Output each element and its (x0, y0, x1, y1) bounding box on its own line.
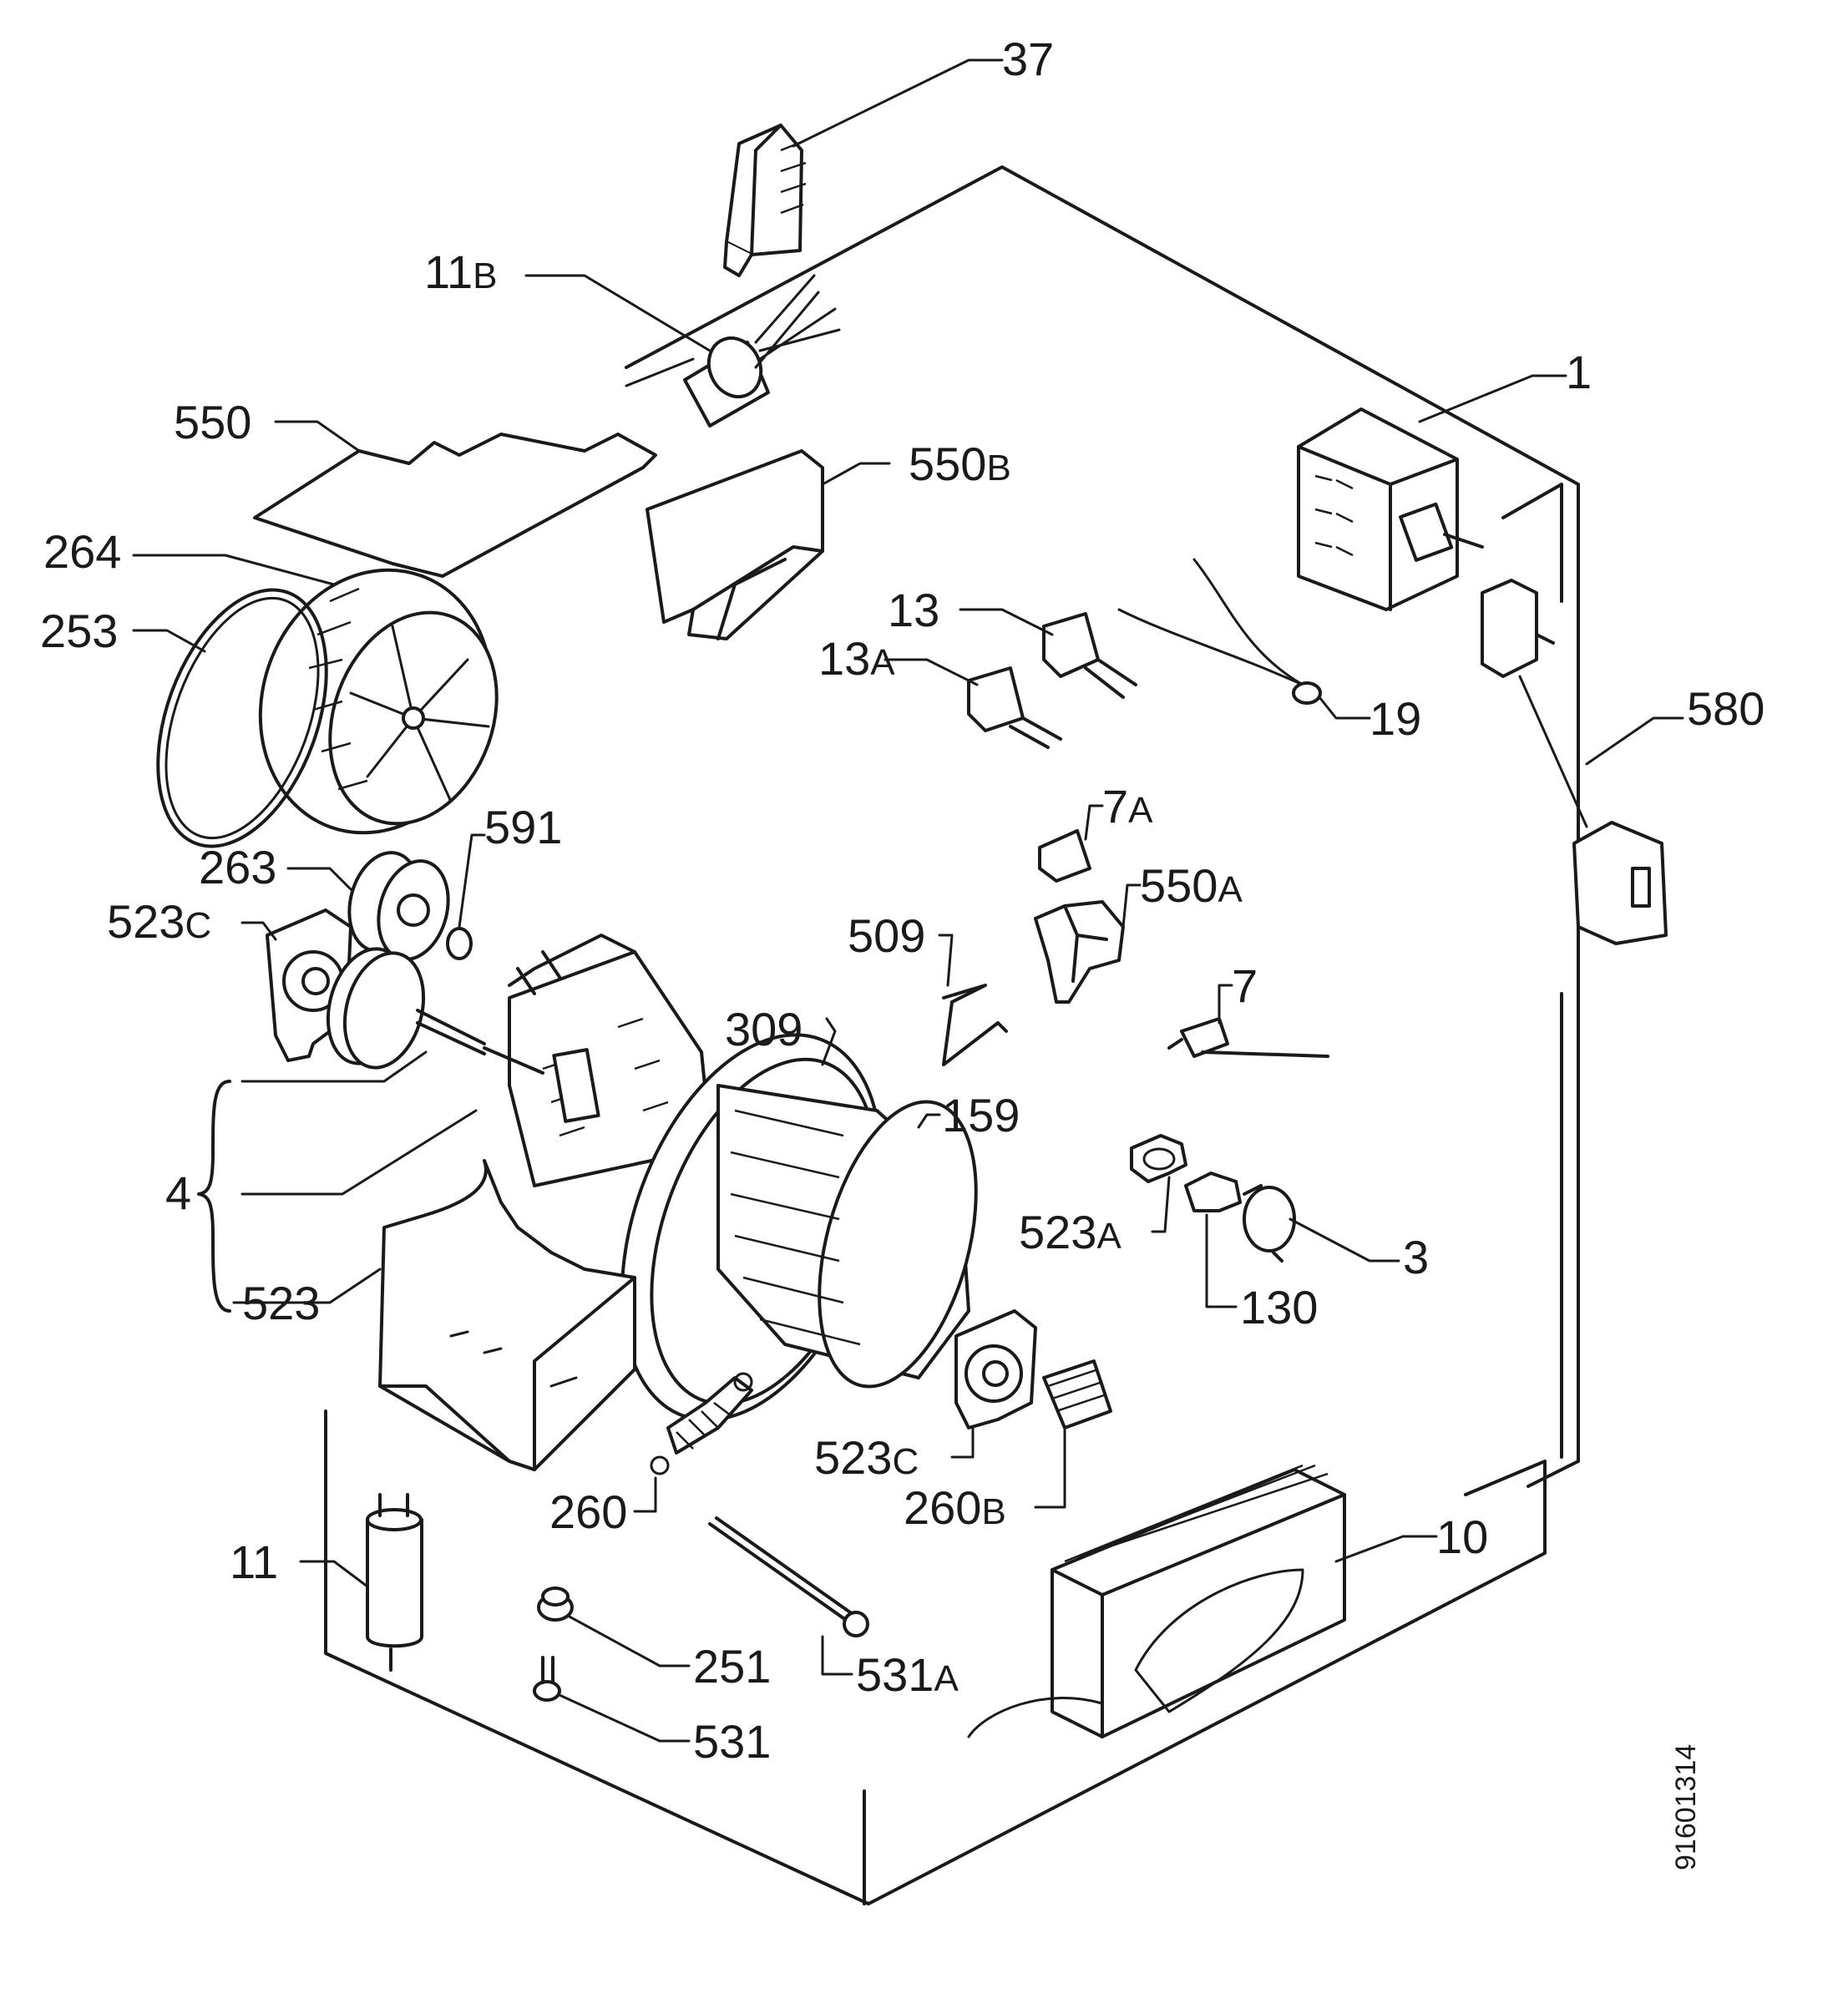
part-523-motor-cradle[interactable] (232, 1159, 636, 1471)
part-523a-ring[interactable] (1130, 1134, 1187, 1233)
part-13-thermostat[interactable] (959, 608, 1137, 699)
part-260b-spring[interactable] (1034, 1359, 1112, 1509)
part-7a-switch[interactable] (1038, 804, 1104, 883)
part-13a-thermostat[interactable] (883, 658, 1062, 749)
label-19[interactable]: 19 (1370, 692, 1421, 745)
label-591[interactable]: 591 (484, 801, 562, 853)
label-550a[interactable]: 550A (1140, 859, 1243, 912)
label-11b[interactable]: 11B (424, 245, 498, 298)
part-4-motor[interactable] (316, 934, 711, 1187)
label-3[interactable]: 3 (1403, 1231, 1429, 1283)
part-253-belt[interactable] (126, 567, 359, 869)
part-4-bracket (197, 1050, 478, 1313)
part-1-timer[interactable] (1297, 374, 1567, 611)
label-1[interactable]: 1 (1566, 346, 1592, 398)
part-550b-air-guide[interactable] (646, 449, 891, 640)
label-309[interactable]: 309 (725, 1003, 802, 1055)
part-550-cover-plate[interactable] (253, 420, 657, 578)
label-580[interactable]: 580 (1687, 682, 1764, 735)
part-523c-bearing-support-lower[interactable] (950, 1309, 1037, 1459)
label-523c-lower[interactable]: 523C (814, 1431, 919, 1484)
label-531[interactable]: 531 (693, 1715, 771, 1768)
label-13a[interactable]: 13A (818, 632, 895, 685)
part-37-terminal-block[interactable] (723, 58, 1004, 277)
label-550b[interactable]: 550B (909, 438, 1011, 490)
part-260-spring[interactable] (633, 1372, 753, 1513)
label-523a[interactable]: 523A (1019, 1206, 1121, 1258)
housing-outline (324, 165, 1580, 1905)
label-509[interactable]: 509 (848, 909, 925, 962)
part-11-capacitor[interactable] (299, 1493, 423, 1672)
part-11b-capacitor[interactable] (524, 274, 841, 428)
label-550[interactable]: 550 (174, 396, 251, 448)
label-263[interactable]: 263 (199, 841, 276, 893)
label-130[interactable]: 130 (1240, 1281, 1318, 1333)
part-531-screw[interactable] (533, 1656, 691, 1743)
label-260b[interactable]: 260B (904, 1481, 1006, 1534)
label-159[interactable]: 159 (942, 1089, 1020, 1141)
label-523[interactable]: 523 (242, 1277, 320, 1329)
part-550a-bracket[interactable] (1034, 883, 1142, 1004)
label-7[interactable]: 7 (1232, 959, 1258, 1012)
label-37[interactable]: 37 (1002, 33, 1054, 85)
label-531a[interactable]: 531A (856, 1648, 959, 1701)
label-260[interactable]: 260 (549, 1485, 627, 1538)
part-591-washer[interactable] (446, 833, 486, 960)
label-253[interactable]: 253 (40, 605, 118, 657)
label-251[interactable]: 251 (693, 1640, 771, 1693)
part-531a-bolt[interactable] (708, 1516, 869, 1676)
label-523c-upper[interactable]: 523C (107, 895, 211, 948)
part-130-washer[interactable] (1184, 1172, 1242, 1308)
label-11[interactable]: 11 (230, 1536, 278, 1588)
part-19-sensor[interactable] (1117, 558, 1371, 720)
part-7-microswitch[interactable] (1167, 984, 1329, 1058)
label-13[interactable]: 13 (888, 584, 939, 636)
part-580-control-switch[interactable] (1481, 579, 1684, 945)
drawing-code: 91601314 (1670, 1744, 1702, 1870)
label-7a[interactable]: 7A (1102, 780, 1153, 832)
part-labels: 37 11B 1 550 550B 264 253 13 13A 19 580 … (40, 33, 1764, 1870)
part-251-grommet[interactable] (537, 1586, 691, 1667)
label-10[interactable]: 10 (1436, 1511, 1488, 1563)
part-159-fan-drum[interactable] (716, 1084, 1004, 1404)
part-264-fan-wheel[interactable] (132, 537, 528, 865)
label-4[interactable]: 4 (165, 1166, 191, 1219)
part-509-wire-spring[interactable] (938, 934, 1008, 1066)
label-264[interactable]: 264 (43, 525, 121, 578)
part-10-heating-element[interactable] (967, 1464, 1438, 1738)
part-3-clip[interactable] (1243, 1184, 1400, 1263)
